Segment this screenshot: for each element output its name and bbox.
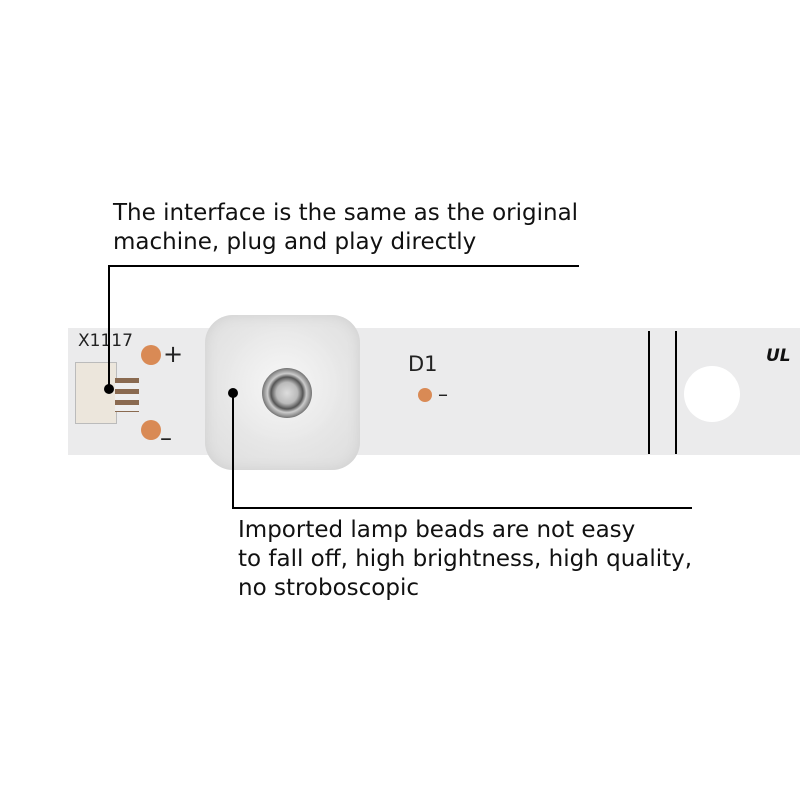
connector-label: X1117	[78, 331, 133, 351]
leader-line	[108, 265, 579, 267]
callout-interface: The interface is the same as the origina…	[113, 199, 578, 257]
plus-sign: +	[163, 340, 184, 368]
leader-line	[232, 393, 234, 509]
led-strip-pcb	[68, 328, 800, 455]
cut-line	[675, 331, 677, 454]
callout-line: machine, plug and play directly	[113, 229, 477, 255]
callout-line: no stroboscopic	[238, 575, 419, 601]
callout-line: to fall off, high brightness, high quali…	[238, 546, 693, 572]
callout-line: The interface is the same as the origina…	[113, 200, 579, 226]
pad-minus	[141, 420, 161, 440]
cut-line	[648, 331, 650, 454]
leader-line	[232, 507, 692, 509]
callout-lamp-beads: Imported lamp beads are not easy to fall…	[238, 516, 692, 603]
pad-led-minus	[418, 388, 432, 402]
minus-sign: –	[160, 424, 172, 452]
connector-pins	[115, 378, 139, 412]
leader-line	[108, 265, 110, 389]
led-minus-sign: –	[438, 382, 448, 406]
mounting-hole	[684, 366, 740, 422]
leader-dot	[104, 384, 114, 394]
ul-text: UL	[766, 346, 791, 366]
led-label: D1	[408, 352, 438, 376]
pad-plus	[141, 345, 161, 365]
callout-line: Imported lamp beads are not easy	[238, 517, 636, 543]
ul-cert-mark: UL	[766, 346, 791, 366]
led-bead	[262, 368, 312, 418]
